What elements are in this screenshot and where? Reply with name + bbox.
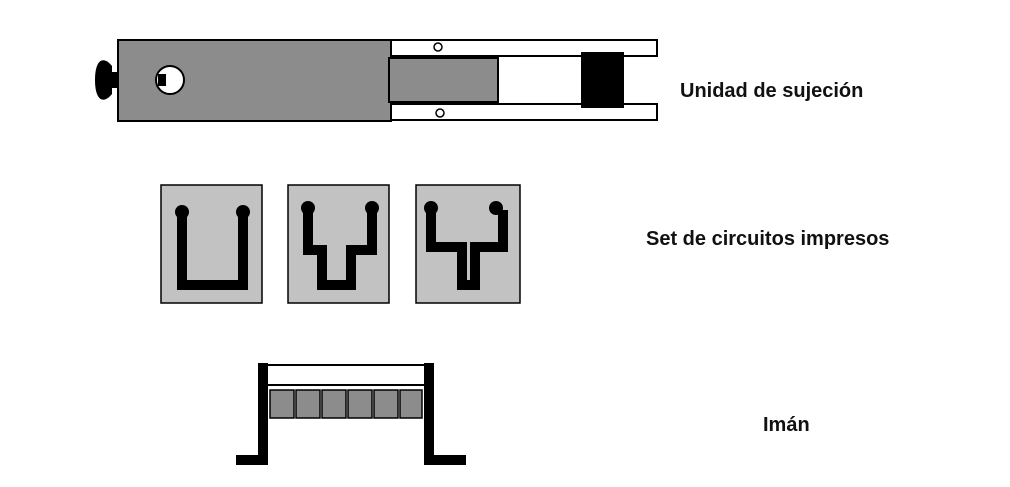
holding-unit-label: Unidad de sujeción [680, 80, 864, 102]
pcb-trace-2 [303, 210, 377, 290]
pcb-pad [175, 205, 189, 219]
holding-unit-clamp-block [581, 52, 624, 108]
magnet-assembly [236, 363, 466, 465]
pcb-pad [301, 201, 315, 215]
pcb-pad [424, 201, 438, 215]
holding-unit-hole [155, 65, 185, 95]
magnet-segment [347, 389, 373, 419]
lower-rail-pin [435, 108, 445, 118]
pcb-trace-1 [177, 212, 248, 290]
pcb-pad [489, 201, 503, 215]
pcb-pad [236, 205, 250, 219]
magnet-segment [295, 389, 321, 419]
holding-unit-knob [95, 60, 112, 100]
holding-unit [95, 39, 658, 122]
pcb-board-1 [160, 184, 263, 304]
holding-unit-hole-key [158, 74, 166, 86]
magnet-left-bracket [236, 363, 268, 465]
pcb-pad [365, 201, 379, 215]
pcb-trace-3 [426, 210, 508, 290]
magnet-label: Imán [763, 414, 810, 436]
magnet-segment [269, 389, 295, 419]
holding-unit-arm [388, 57, 499, 103]
pcb-board-3 [415, 184, 521, 304]
upper-rail-pin [433, 42, 443, 52]
magnet-segment [321, 389, 347, 419]
magnet-right-bracket [424, 363, 466, 465]
pcb-set-label: Set de circuitos impresos [646, 228, 890, 250]
pcb-set [160, 184, 521, 304]
magnet-segment [399, 389, 423, 419]
pcb-board-2 [287, 184, 390, 304]
magnet-segments [269, 389, 423, 419]
magnet-segment [373, 389, 399, 419]
magnet-top-bar [261, 364, 429, 386]
